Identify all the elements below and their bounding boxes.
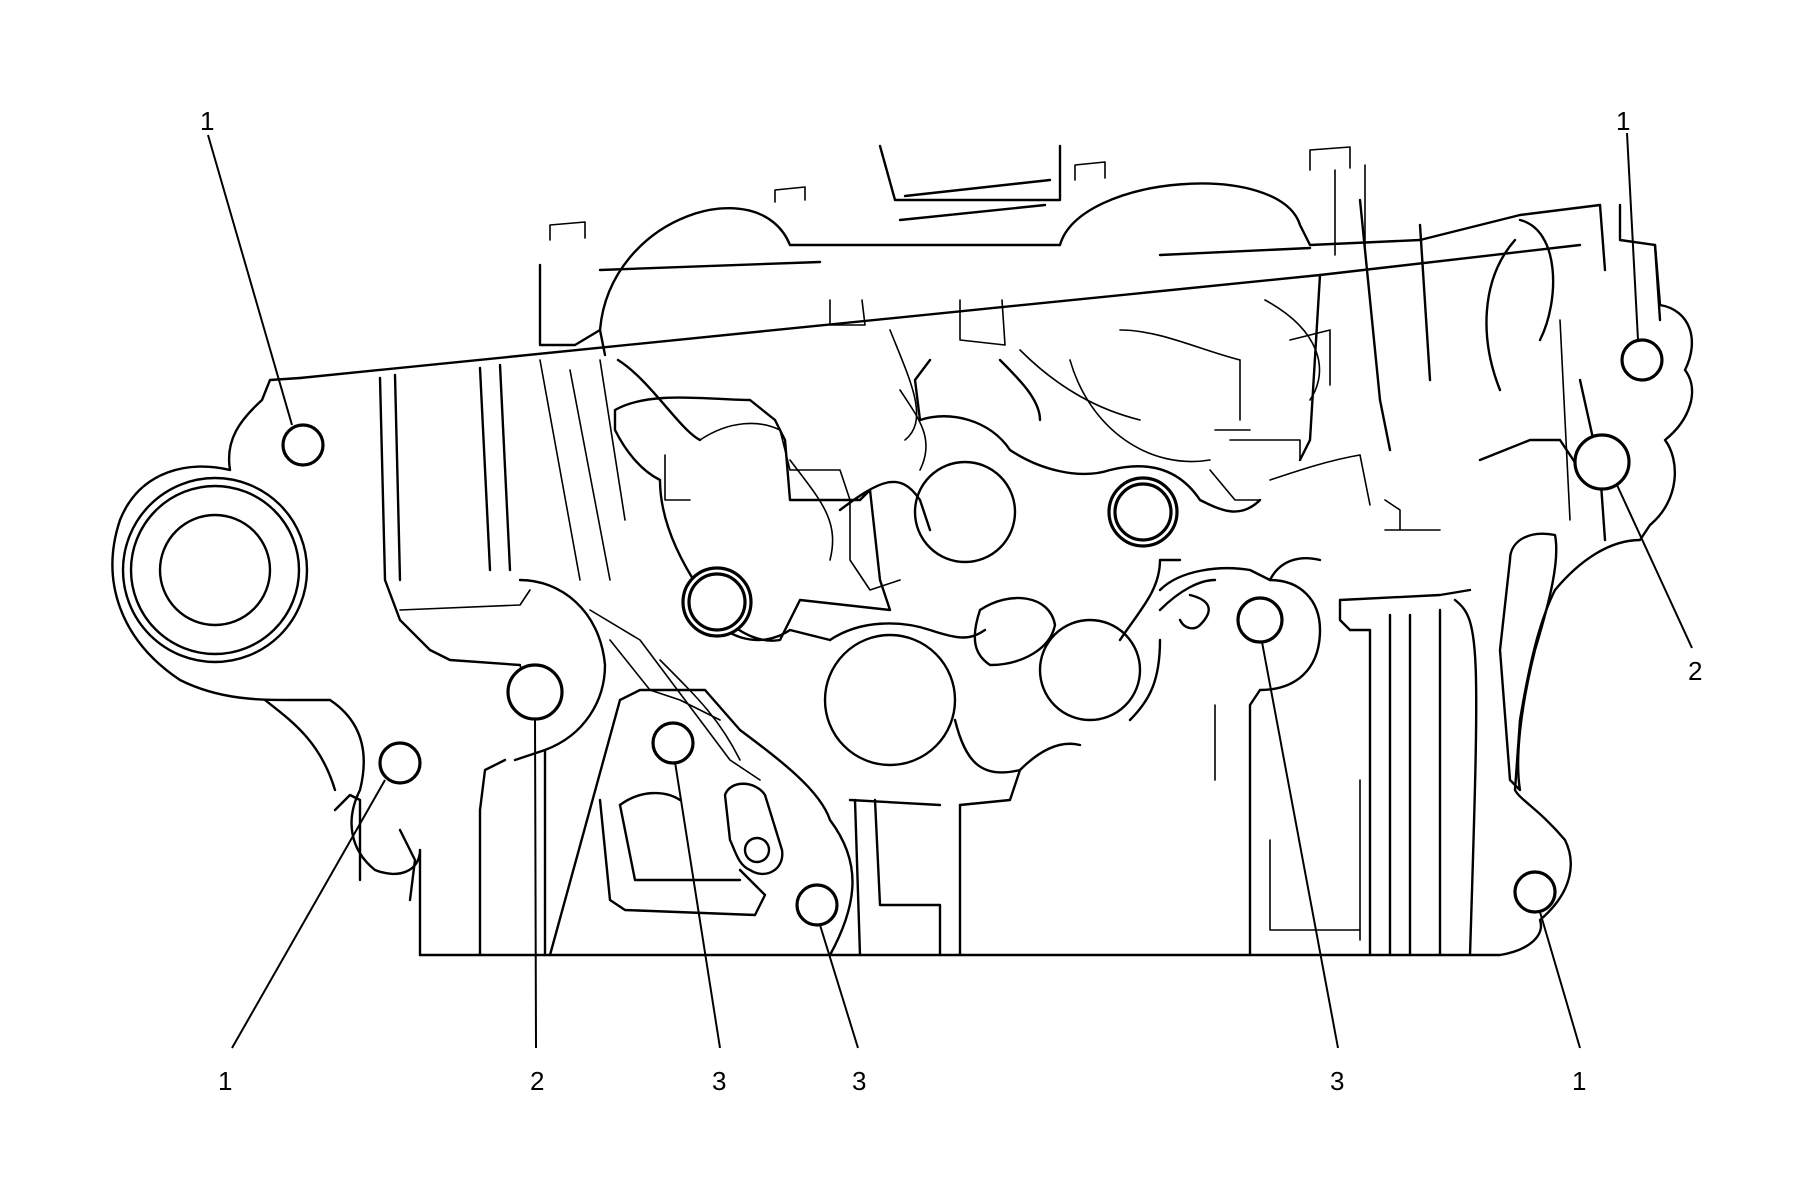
hole-right-port xyxy=(1236,596,1284,644)
callout-label: 3 xyxy=(712,1066,726,1096)
callout-label: 3 xyxy=(852,1066,866,1096)
hole-center-left-inner xyxy=(687,572,747,632)
callout-label: 1 xyxy=(1572,1066,1586,1096)
hole-large-left xyxy=(506,663,564,721)
hole-web-lower xyxy=(795,883,839,927)
hole-web-upper xyxy=(651,721,695,765)
callout-label: 3 xyxy=(1330,1066,1344,1096)
hole-right-upper xyxy=(1620,338,1664,382)
callout-label: 1 xyxy=(1616,106,1630,136)
callout-label: 1 xyxy=(218,1066,232,1096)
leader-3-web-lower xyxy=(819,924,859,1049)
hole-right-lower xyxy=(1513,870,1557,914)
callout-label: 2 xyxy=(530,1066,544,1096)
leader-3-web-upper xyxy=(674,761,721,1049)
bolt-holes xyxy=(281,338,1664,927)
leader-2-bottom xyxy=(534,717,537,1049)
leader-1-top-left xyxy=(207,134,293,426)
hole-right-large xyxy=(1573,433,1631,491)
callout-labels: 1 1 2 1 2 3 3 3 1 xyxy=(200,106,1702,1096)
callout-label: 2 xyxy=(1688,656,1702,686)
leader-2-right xyxy=(1616,484,1693,649)
callout-label: 1 xyxy=(200,106,214,136)
camshaft-housing xyxy=(298,144,1662,781)
hole-flange-upper-left xyxy=(281,423,325,467)
leader-1-bottom-left xyxy=(231,779,386,1049)
hole-center-right-inner xyxy=(1113,482,1173,542)
leader-3-right-port xyxy=(1261,641,1339,1049)
cylinder-head-outline xyxy=(111,243,1694,957)
leader-1-bottom-right xyxy=(1539,911,1581,1049)
hole-flange-lower-left xyxy=(378,741,422,785)
callout-leaders xyxy=(207,132,1693,1049)
leader-1-top-right xyxy=(1626,132,1639,341)
